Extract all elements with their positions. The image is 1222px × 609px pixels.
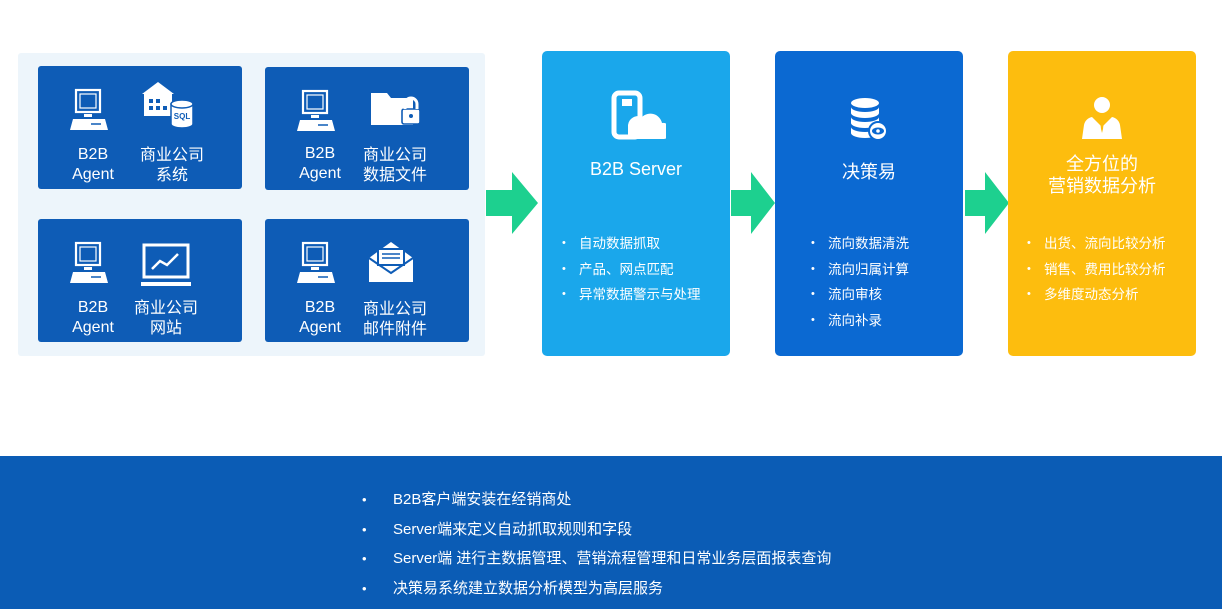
analysis-function-list: 出货、流向比较分析 销售、费用比较分析 多维度动态分析 — [1027, 231, 1166, 308]
list-item: 销售、费用比较分析 — [1027, 257, 1166, 283]
svg-text:SQL: SQL — [174, 112, 191, 121]
agent-label: B2B Agent — [72, 299, 114, 336]
summary-band: B2B客户端安装在经销商处 Server端来定义自动抓取规则和字段 Server… — [0, 456, 1222, 609]
analysis-panel: 全方位的 营销数据分析 出货、流向比较分析 销售、费用比较分析 多维度动态分析 — [1008, 51, 1196, 356]
computer-icon — [70, 88, 108, 130]
source-card-email: B2B Agent 商业公司 邮件附件 — [265, 219, 469, 342]
list-item: 流向审核 — [811, 282, 909, 308]
agent-label: B2B Agent — [72, 146, 114, 183]
source-name: 商业公司 邮件附件 — [362, 301, 427, 338]
panel-title: 全方位的 营销数据分析 — [1048, 154, 1156, 196]
decision-function-list: 流向数据清洗 流向归属计算 流向审核 流向补录 — [811, 231, 909, 333]
flow-arrow-icon — [486, 172, 538, 234]
flow-arrow-icon — [731, 172, 775, 234]
source-name: 商业公司 数据文件 — [362, 147, 427, 184]
list-item: 流向数据清洗 — [811, 231, 909, 257]
list-item: Server端 进行主数据管理、营销流程管理和日常业务层面报表查询 — [360, 544, 831, 574]
source-name: 商业公司 系统 — [139, 147, 204, 184]
source-card-files: B2B Agent 商业公司 数据文件 — [265, 67, 469, 190]
computer-icon — [297, 241, 335, 283]
flow-arrow-icon — [965, 172, 1009, 234]
list-item: 流向补录 — [811, 308, 909, 334]
agent-label: B2B Agent — [299, 299, 341, 336]
business-person-icon — [1082, 97, 1122, 139]
agent-label: B2B Agent — [299, 145, 341, 182]
list-item: 出货、流向比较分析 — [1027, 231, 1166, 257]
list-item: 决策易系统建立数据分析模型为高层服务 — [360, 574, 831, 604]
list-item: B2B客户端安装在经销商处 — [360, 485, 831, 515]
email-icon — [368, 242, 414, 282]
decision-panel: 决策易 流向数据清洗 流向归属计算 流向审核 流向补录 — [775, 51, 963, 356]
summary-list: B2B客户端安装在经销商处 Server端来定义自动抓取规则和字段 Server… — [360, 485, 831, 603]
list-item: Server端来定义自动抓取规则和字段 — [360, 515, 831, 545]
source-card-website: B2B Agent 商业公司 网站 — [38, 219, 242, 342]
computer-icon — [297, 89, 335, 131]
panel-title: 决策易 — [842, 162, 896, 182]
server-function-list: 自动数据抓取 产品、网点匹配 异常数据警示与处理 — [562, 231, 701, 308]
locked-folder-icon — [371, 93, 421, 125]
list-item: 流向归属计算 — [811, 257, 909, 283]
source-card-system: SQL B2B Agent 商业公司 系统 — [38, 66, 242, 189]
phone-cloud-icon — [611, 90, 666, 140]
source-name: 商业公司 网站 — [133, 300, 198, 337]
list-item: 自动数据抓取 — [562, 231, 701, 257]
database-warehouse-sql-icon: SQL — [142, 82, 194, 129]
data-sources-panel: SQL B2B Agent 商业公司 系统 B2B Agent 商业公司 数据文… — [18, 53, 485, 356]
database-eye-icon — [851, 98, 888, 141]
computer-icon — [70, 241, 108, 283]
web-chart-monitor-icon — [141, 243, 191, 286]
panel-title: B2B Server — [589, 159, 683, 179]
list-item: 多维度动态分析 — [1027, 282, 1166, 308]
b2b-server-panel: B2B Server 自动数据抓取 产品、网点匹配 异常数据警示与处理 — [542, 51, 730, 356]
list-item: 异常数据警示与处理 — [562, 282, 701, 308]
list-item: 产品、网点匹配 — [562, 257, 701, 283]
